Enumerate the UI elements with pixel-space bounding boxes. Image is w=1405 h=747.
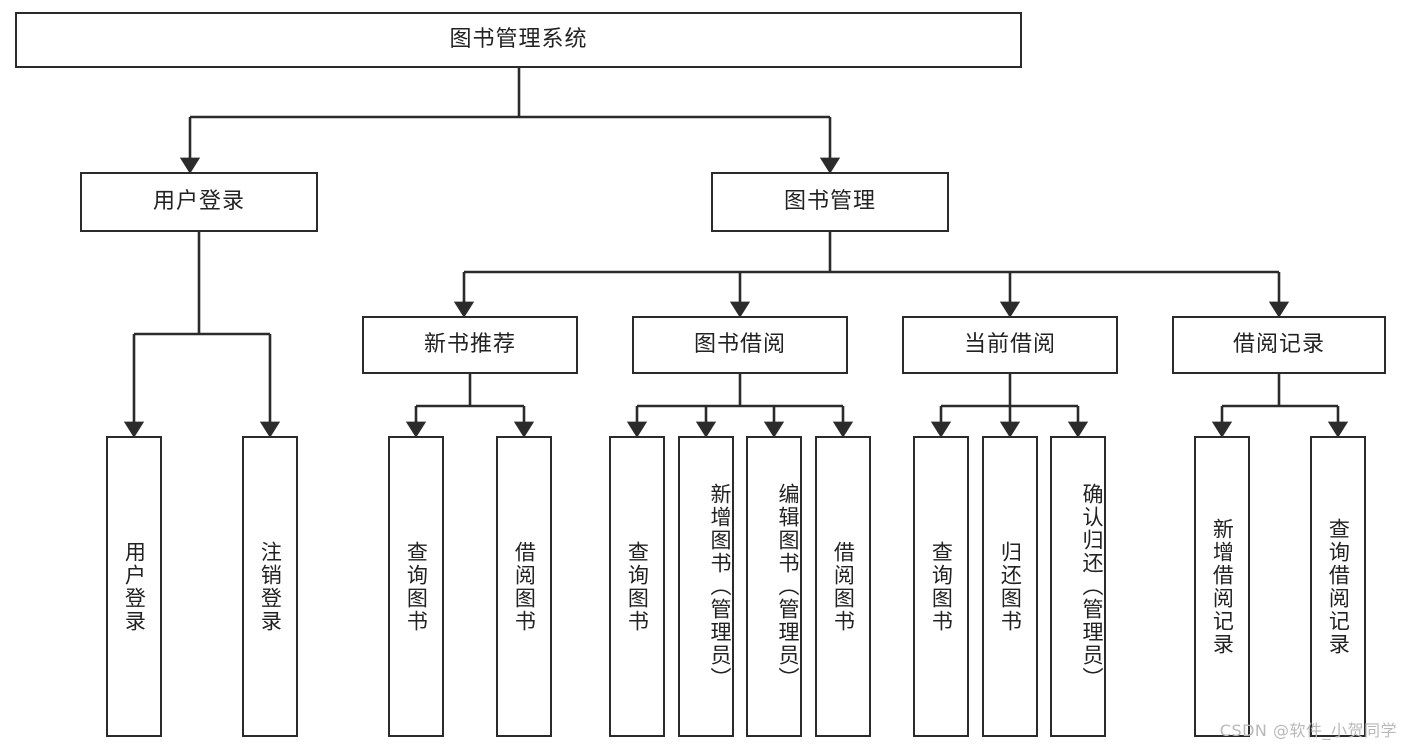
leaf-user-login-login[interactable]: 用户登录 — [106, 436, 162, 737]
node-book-management[interactable]: 图书管理 — [711, 172, 949, 232]
node-label: 归还图书 — [998, 540, 1023, 633]
node-book-borrow[interactable]: 图书借阅 — [632, 316, 848, 374]
node-label: 图书管理 — [783, 189, 876, 215]
leaf-borrow-record-query-record[interactable]: 查询借阅记录 — [1310, 436, 1366, 737]
node-label: 查询图书 — [929, 540, 954, 633]
node-new-book-recommend[interactable]: 新书推荐 — [362, 316, 578, 374]
leaf-book-borrow-add-book-admin[interactable]: 新增图书（管理员） — [678, 436, 734, 737]
node-label: 查询借阅记录 — [1326, 517, 1351, 656]
leaf-borrow-record-add-record[interactable]: 新增借阅记录 — [1194, 436, 1250, 737]
node-label: 编辑图书（管理员） — [776, 483, 800, 690]
node-label: 借阅记录 — [1232, 332, 1325, 358]
node-label: 借阅图书 — [831, 540, 856, 633]
leaf-book-borrow-query-book[interactable]: 查询图书 — [609, 436, 665, 737]
node-label: 查询图书 — [625, 540, 650, 633]
node-label: 新书推荐 — [423, 332, 516, 358]
leaf-new-book-borrow-book[interactable]: 借阅图书 — [496, 436, 552, 737]
node-label: 图书管理系统 — [449, 27, 588, 53]
node-label: 查询图书 — [404, 540, 429, 633]
node-label: 借阅图书 — [512, 540, 537, 633]
node-root-book-management-system[interactable]: 图书管理系统 — [15, 12, 1022, 68]
leaf-user-login-logout[interactable]: 注销登录 — [242, 436, 298, 737]
node-borrow-record[interactable]: 借阅记录 — [1172, 316, 1386, 374]
node-user-login[interactable]: 用户登录 — [80, 172, 318, 232]
node-label: 确认归还（管理员） — [1080, 483, 1104, 690]
node-label: 用户登录 — [152, 189, 245, 215]
node-label: 注销登录 — [258, 540, 283, 633]
leaf-current-borrow-return-book[interactable]: 归还图书 — [982, 436, 1038, 737]
leaf-current-borrow-query-book[interactable]: 查询图书 — [913, 436, 969, 737]
node-label: 当前借阅 — [963, 332, 1056, 358]
node-label: 新增借阅记录 — [1210, 517, 1235, 656]
leaf-new-book-query-book[interactable]: 查询图书 — [388, 436, 444, 737]
node-label: 用户登录 — [122, 540, 147, 633]
node-label: 图书借阅 — [693, 332, 786, 358]
leaf-book-borrow-borrow-book[interactable]: 借阅图书 — [815, 436, 871, 737]
leaf-book-borrow-edit-book-admin[interactable]: 编辑图书（管理员） — [746, 436, 802, 737]
node-label: 新增图书（管理员） — [708, 483, 732, 690]
node-current-borrow[interactable]: 当前借阅 — [902, 316, 1118, 374]
leaf-current-borrow-confirm-return-admin[interactable]: 确认归还（管理员） — [1050, 436, 1106, 737]
